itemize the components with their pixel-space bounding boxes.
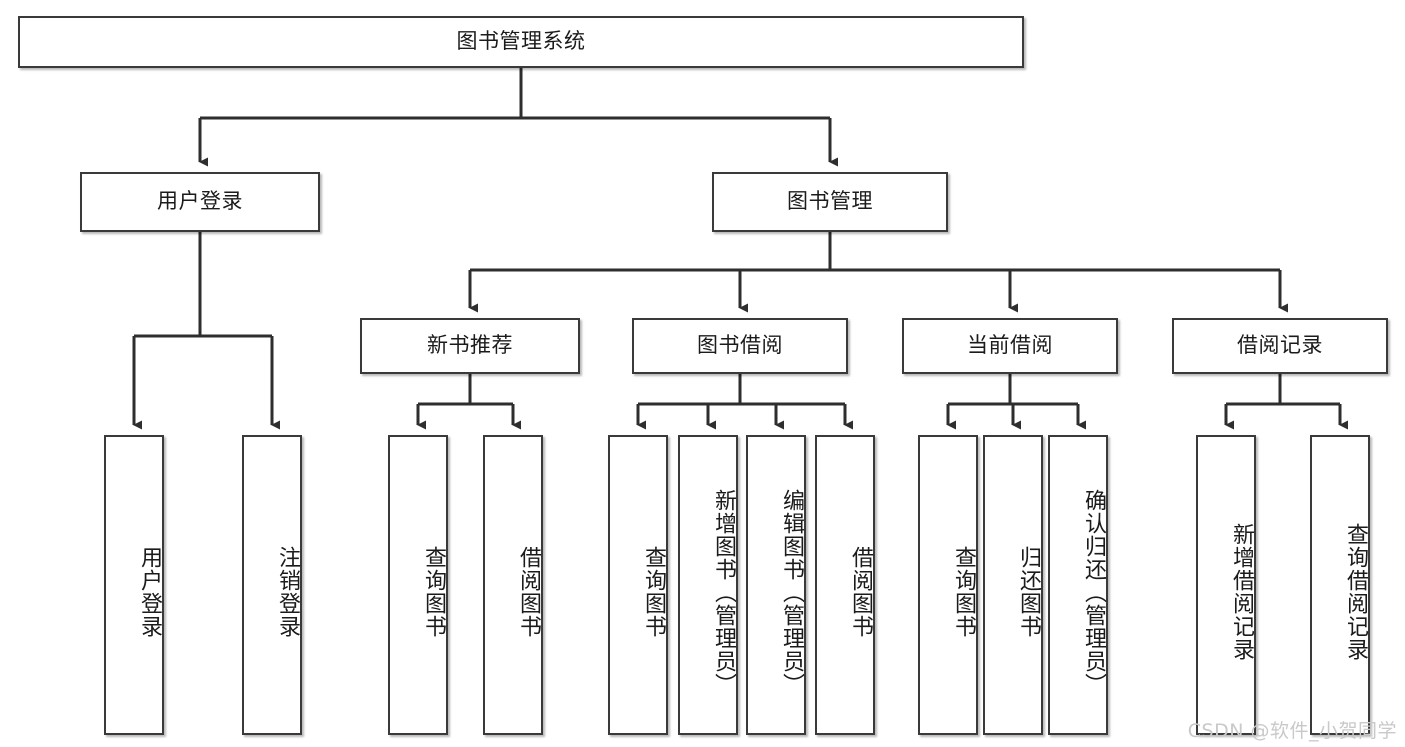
node-leaf[interactable]: 查询图书 (388, 435, 448, 735)
node-leaf-label: 用户登录 (137, 546, 162, 638)
node-leaf-label: 归还图书 (1016, 546, 1041, 638)
node-book-management-label: 图书管理 (787, 189, 873, 214)
node-new-book-recommend-label: 新书推荐 (427, 333, 513, 358)
node-current-borrow[interactable]: 当前借阅 (902, 318, 1118, 374)
node-user-login-label: 用户登录 (157, 189, 243, 214)
node-leaf-label: 新增借阅记录 (1229, 523, 1254, 661)
node-root-system[interactable]: 图书管理系统 (18, 16, 1024, 68)
node-leaf-label: 查询图书 (641, 546, 666, 638)
node-leaf-label: 新增图书（管理员） (711, 488, 736, 696)
node-leaf[interactable]: 新增借阅记录 (1196, 435, 1256, 735)
node-user-login[interactable]: 用户登录 (80, 172, 320, 232)
node-leaf[interactable]: 用户登录 (104, 435, 164, 735)
node-leaf[interactable]: 归还图书 (983, 435, 1043, 735)
watermark-text: CSDN @软件_小贺同学 (1187, 720, 1397, 742)
node-leaf[interactable]: 查询借阅记录 (1310, 435, 1370, 735)
node-current-borrow-label: 当前借阅 (967, 333, 1053, 358)
node-leaf-label: 确认归还（管理员） (1081, 488, 1106, 696)
node-leaf[interactable]: 注销登录 (242, 435, 302, 735)
node-leaf-label: 借阅图书 (516, 546, 541, 638)
node-leaf-label: 查询图书 (951, 546, 976, 638)
node-leaf[interactable]: 查询图书 (608, 435, 668, 735)
node-leaf-label: 借阅图书 (848, 546, 873, 638)
node-borrow-records[interactable]: 借阅记录 (1172, 318, 1388, 374)
node-leaf-label: 查询图书 (421, 546, 446, 638)
node-book-borrow[interactable]: 图书借阅 (632, 318, 848, 374)
node-borrow-records-label: 借阅记录 (1237, 333, 1323, 358)
node-root-label: 图书管理系统 (456, 29, 586, 54)
node-book-management[interactable]: 图书管理 (712, 172, 948, 232)
node-leaf[interactable]: 新增图书（管理员） (678, 435, 738, 735)
node-leaf[interactable]: 编辑图书（管理员） (746, 435, 806, 735)
node-leaf-label: 查询借阅记录 (1343, 523, 1368, 661)
node-leaf[interactable]: 确认归还（管理员） (1048, 435, 1108, 735)
node-leaf-label: 编辑图书（管理员） (779, 488, 804, 696)
node-book-borrow-label: 图书借阅 (697, 333, 783, 358)
node-leaf-label: 注销登录 (275, 546, 300, 638)
node-leaf[interactable]: 借阅图书 (483, 435, 543, 735)
node-new-book-recommend[interactable]: 新书推荐 (360, 318, 580, 374)
node-leaf[interactable]: 查询图书 (918, 435, 978, 735)
node-leaf[interactable]: 借阅图书 (815, 435, 875, 735)
